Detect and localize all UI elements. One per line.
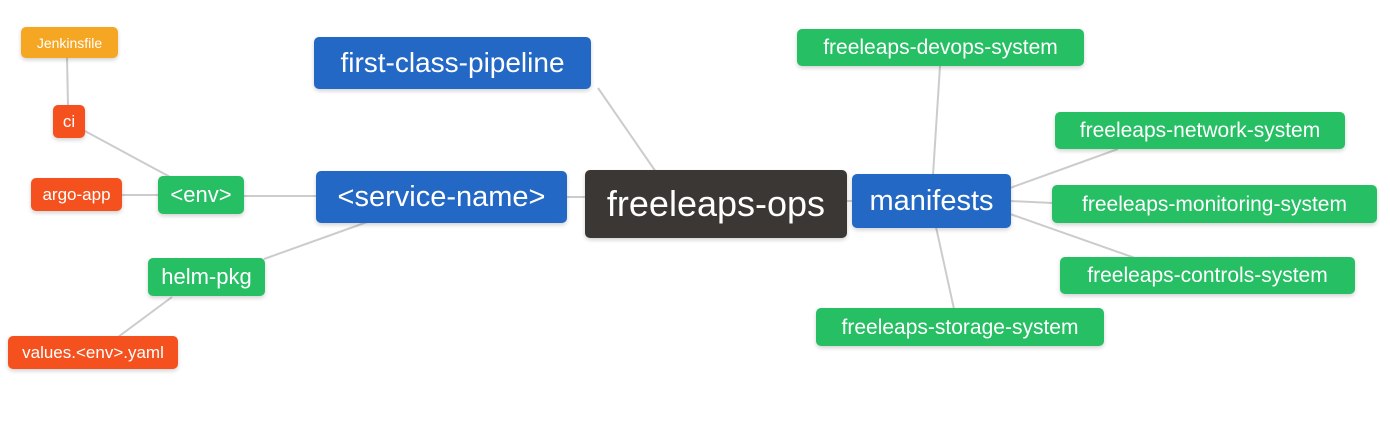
node-freeleaps-network-system[interactable]: freeleaps-network-system [1055,112,1345,149]
node-first-class-pipeline[interactable]: first-class-pipeline [314,37,591,89]
node-freeleaps-ops[interactable]: freeleaps-ops [585,170,847,238]
edge-manifests-controls-system [1009,213,1136,259]
node-freeleaps-monitoring-system[interactable]: freeleaps-monitoring-system [1052,185,1377,223]
node-manifests[interactable]: manifests [852,174,1011,228]
edge-manifests-storage-system [935,226,955,310]
edge-values-helm-pkg [117,296,173,338]
node-ci[interactable]: ci [53,105,85,138]
node-freeleaps-controls-system[interactable]: freeleaps-controls-system [1060,257,1355,294]
node-values-env-yaml[interactable]: values.<env>.yaml [8,336,178,369]
edge-manifests-devops-system [932,65,941,176]
edge-helm-pkg-service-name [263,220,371,260]
edge-manifests-network-system [1009,148,1119,189]
edge-pipeline-ops [597,87,657,173]
node-argo-app[interactable]: argo-app [31,178,122,211]
node-helm-pkg[interactable]: helm-pkg [148,258,265,296]
node-freeleaps-devops-system[interactable]: freeleaps-devops-system [797,29,1084,66]
edge-jenkinsfile-ci [66,56,69,107]
node-freeleaps-storage-system[interactable]: freeleaps-storage-system [816,308,1104,346]
node-jenkinsfile[interactable]: Jenkinsfile [21,27,118,58]
node-service-name[interactable]: <service-name> [316,171,567,223]
edge-ci-env [82,129,173,179]
node-env[interactable]: <env> [158,176,244,214]
edge-manifests-monitoring-system [1009,200,1054,204]
